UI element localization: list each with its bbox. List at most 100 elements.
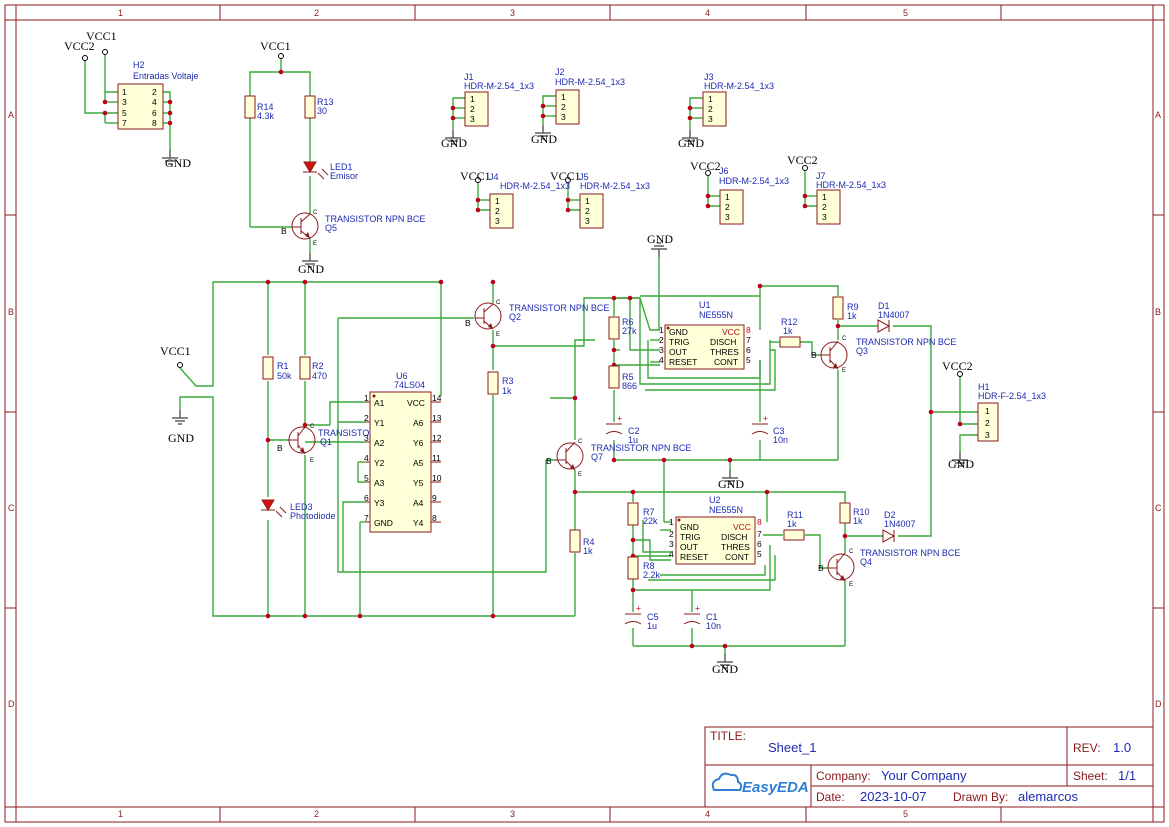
h2-pin-2: 2 [152, 87, 157, 97]
h2-pin-8: 8 [152, 118, 157, 128]
u2-pin-2-name: TRIG [680, 532, 700, 542]
r13-ref: R13 [317, 97, 334, 107]
u1-pin-4-name: RESET [669, 357, 697, 367]
j3-pin-3: 3 [708, 114, 713, 124]
h2-pin-7: 7 [122, 118, 127, 128]
h1-pin-1: 1 [985, 406, 990, 416]
u1-pin-8-name: VCC [722, 327, 740, 337]
led-led3: LED3 Photodiode [261, 499, 336, 521]
j6-pin-2: 2 [725, 202, 730, 212]
u6-pin-6-num: 6 [364, 493, 369, 503]
u6-pin-2-num: 2 [364, 413, 369, 423]
transistor-q1: B C E TRANSISTOR NPN BCE Q1 [277, 424, 418, 464]
resistor-r10: R10 1k [839, 502, 870, 526]
c3-value: 10n [773, 435, 788, 445]
vcc1-label-q5: VCC1 [260, 39, 291, 53]
connector-h1: H1 HDR-F-2.54_1x3 1 2 3 [977, 382, 1046, 442]
gnd-label-q5: GND [298, 262, 324, 276]
u2-value: NE555N [709, 505, 743, 515]
u6-pin-9-name: A4 [413, 498, 424, 508]
r7-ref: R7 [643, 507, 655, 517]
j5-ref: J5 [579, 172, 589, 182]
r4-ref: R4 [583, 537, 595, 547]
u6-pin-5-num: 5 [364, 473, 369, 483]
u6-value: 74LS04 [394, 380, 425, 390]
connector-j4: J4 HDR-M-2.54_1x3 1 2 3 [489, 172, 570, 229]
r11-value: 1k [787, 519, 797, 529]
r14-ref: R14 [257, 102, 274, 112]
u6-pin-14-name: VCC [407, 398, 425, 408]
title-block: TITLE: Sheet_1 REV: 1.0 Company: Your Co… [704, 726, 1154, 808]
q2-type: TRANSISTOR NPN BCE [509, 303, 609, 313]
u2-pin-1-name: GND [680, 522, 699, 532]
c3-ref: C3 [773, 426, 785, 436]
u6-pin-10-name: Y5 [413, 478, 424, 488]
h1-pin-3: 3 [985, 430, 990, 440]
connector-j5: J5 HDR-M-2.54_1x3 1 2 3 [579, 172, 650, 229]
u6-pin-1-name: A1 [374, 398, 385, 408]
frame-row-c-left: C [8, 503, 15, 513]
gnd-label-c3: GND [718, 477, 744, 491]
r9-ref: R9 [847, 302, 859, 312]
u1-pin-8-num: 8 [746, 325, 751, 335]
frame-col-1-top: 1 [118, 8, 123, 18]
q1-pin-e: E [310, 458, 314, 464]
q7-ref: Q7 [591, 452, 603, 462]
j3-ref: J3 [704, 72, 714, 82]
j3-pin-2: 2 [708, 104, 713, 114]
drawn-by-value: alemarcos [1018, 789, 1078, 804]
q4-type: TRANSISTOR NPN BCE [860, 548, 960, 558]
svg-text:+: + [695, 603, 700, 613]
capacitor-c3: + C3 10n [751, 413, 788, 445]
gnd-label-main: GND [168, 431, 194, 445]
diode-d1: D1 1N4007 [877, 301, 910, 333]
gnd-label-j2: GND [531, 132, 557, 146]
u2-pin-2-num: 2 [669, 529, 674, 539]
gnd-label-j3: GND [678, 136, 704, 150]
resistor-r2: R2 470 [299, 356, 327, 381]
vcc1-label-main: VCC1 [160, 344, 191, 358]
gnd-label-u1: GND [647, 232, 673, 246]
u6-pin-3-num: 3 [364, 433, 369, 443]
j5-pin-3: 3 [585, 216, 590, 226]
q5-ref: Q5 [325, 223, 337, 233]
j4-pin-2: 2 [495, 206, 500, 216]
u2-pin-3-name: OUT [680, 542, 698, 552]
q5-pin-b: B [281, 226, 287, 236]
frame-col-4-top: 4 [705, 8, 710, 18]
d1-ref: D1 [878, 301, 890, 311]
ic-u6-74ls04: U6 74LS04 1 A1 2 Y1 3 A2 4 Y2 5 A3 6 Y3 … [364, 371, 442, 533]
resistor-r9: R9 1k [832, 296, 859, 321]
q1-pin-b: B [277, 443, 283, 453]
j1-value: HDR-M-2.54_1x3 [464, 81, 534, 91]
j7-value: HDR-M-2.54_1x3 [816, 180, 886, 190]
q5-pin-c: C [313, 210, 318, 216]
frame-col-2-bottom: 2 [314, 809, 319, 819]
gnd-label-h2: GND [165, 156, 191, 170]
date-label: Date: [816, 790, 845, 804]
vcc2-label-j6: VCC2 [690, 159, 721, 173]
title-value: Sheet_1 [768, 740, 816, 755]
u1-pin-6-num: 6 [746, 345, 751, 355]
u6-pin-7-num: 7 [364, 513, 369, 523]
u2-pin-5-name: CONT [725, 552, 749, 562]
j6-ref: J6 [719, 166, 729, 176]
vcc2-label-j7: VCC2 [787, 153, 818, 167]
j6-value: HDR-M-2.54_1x3 [719, 176, 789, 186]
u6-pin-11-num: 11 [432, 453, 441, 463]
company-label: Company: [816, 769, 871, 783]
u6-pin-6-name: Y3 [374, 498, 385, 508]
u2-pin-7-name: DISCH [721, 532, 747, 542]
frame-col-1-bottom: 1 [118, 809, 123, 819]
connector-j7: J7 HDR-M-2.54_1x3 1 2 3 [816, 171, 886, 225]
u1-value: NE555N [699, 310, 733, 320]
u6-pin-14-num: 14 [432, 393, 442, 403]
j2-ref: J2 [555, 67, 565, 77]
connector-j3: J3 HDR-M-2.54_1x3 1 2 3 [702, 72, 774, 127]
sheet-value: 1/1 [1118, 768, 1136, 783]
r11-ref: R11 [787, 510, 803, 520]
j4-value: HDR-M-2.54_1x3 [500, 181, 570, 191]
u6-pin-8-name: Y4 [413, 518, 424, 528]
r1-value: 50k [277, 371, 292, 381]
power-symbols: VCC2 VCC1 GND VCC1 GND GND GND GND VCC1 … [64, 29, 974, 676]
